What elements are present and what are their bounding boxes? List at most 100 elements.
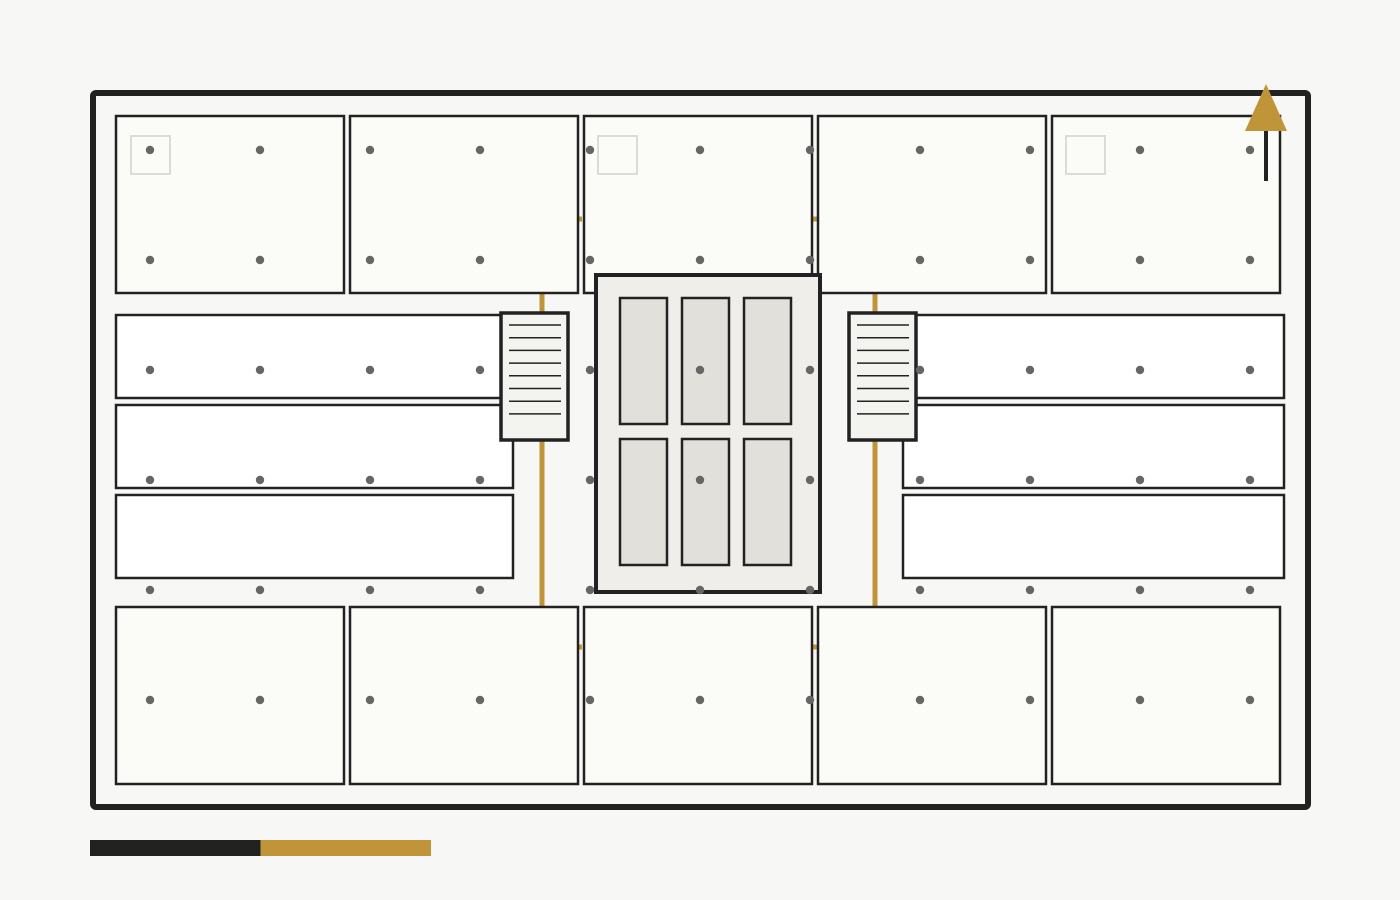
column-dot (915, 145, 925, 155)
column-dot (365, 585, 375, 595)
column-dot (365, 475, 375, 485)
right-wing-room (901, 313, 1286, 400)
bottom-room (1050, 605, 1282, 786)
column-dot (1025, 475, 1035, 485)
column-dot (915, 255, 925, 265)
left-wing-room (114, 403, 515, 490)
column-dot (1245, 255, 1255, 265)
fixture-box (597, 135, 638, 175)
top-room (1050, 114, 1282, 295)
column-dot (585, 145, 595, 155)
top-room (816, 114, 1048, 295)
column-dot (145, 695, 155, 705)
column-dot (255, 585, 265, 595)
top-room (114, 114, 346, 295)
bottom-room (114, 605, 346, 786)
stairs (499, 311, 918, 442)
column-dot (695, 365, 705, 375)
column-dot (255, 255, 265, 265)
column-dot (1135, 145, 1145, 155)
column-dot (145, 585, 155, 595)
column-dot (1135, 365, 1145, 375)
column-dot (1245, 145, 1255, 155)
column-dot (475, 475, 485, 485)
column-dot (805, 585, 815, 595)
column-dot (255, 145, 265, 155)
column-dot (805, 365, 815, 375)
elevator (618, 437, 669, 567)
scale-bar-segment (90, 840, 261, 856)
column-dot (365, 695, 375, 705)
column-dot (585, 255, 595, 265)
elevator (742, 296, 793, 426)
right-wing-room (901, 493, 1286, 580)
column-dot (475, 365, 485, 375)
column-dot (915, 475, 925, 485)
column-dot (145, 255, 155, 265)
fixture-box (130, 135, 171, 175)
column-dot (585, 475, 595, 485)
column-dot (475, 695, 485, 705)
elevator (680, 437, 731, 567)
column-dot (365, 365, 375, 375)
column-dot (1025, 255, 1035, 265)
elevator (742, 437, 793, 567)
column-dot (255, 475, 265, 485)
column-dot (805, 695, 815, 705)
bottom-room (348, 605, 580, 786)
column-dot (1135, 255, 1145, 265)
column-dot (1025, 585, 1035, 595)
column-dot (365, 145, 375, 155)
exterior-wall-outline (90, 90, 1311, 810)
top-room (582, 114, 814, 295)
column-dot (255, 365, 265, 375)
column-dot (365, 255, 375, 265)
column-dot (1025, 695, 1035, 705)
right-wing-room (901, 403, 1286, 490)
column-dot (145, 475, 155, 485)
elevator (618, 296, 669, 426)
scale-bar (90, 840, 431, 856)
column-dot (915, 695, 925, 705)
column-dot (585, 695, 595, 705)
column-dot (1245, 695, 1255, 705)
column-dot (1025, 145, 1035, 155)
column-dot (1245, 365, 1255, 375)
elevator (680, 296, 731, 426)
left-wing-room (114, 493, 515, 580)
left-wing-room (114, 313, 515, 400)
column-dot (915, 585, 925, 595)
column-dot (805, 255, 815, 265)
column-dot (805, 145, 815, 155)
scale-bar-segment (260, 840, 431, 856)
column-dot (1135, 695, 1145, 705)
column-dot (145, 365, 155, 375)
column-dot (475, 255, 485, 265)
column-dot (695, 585, 705, 595)
north-arrow-icon (1245, 84, 1287, 181)
structural-columns (145, 145, 1255, 705)
column-dot (475, 145, 485, 155)
column-dot (695, 255, 705, 265)
column-dot (1135, 475, 1145, 485)
fixture-box (1065, 135, 1106, 175)
rooms (114, 114, 1286, 786)
top-room (348, 114, 580, 295)
column-dot (585, 365, 595, 375)
bottom-room (582, 605, 814, 786)
column-dot (475, 585, 485, 595)
column-dot (255, 695, 265, 705)
column-dot (1025, 365, 1035, 375)
exterior-wall (90, 90, 1311, 810)
column-dot (1245, 585, 1255, 595)
column-dot (1245, 475, 1255, 485)
column-dot (695, 475, 705, 485)
column-dot (145, 145, 155, 155)
column-dot (805, 475, 815, 485)
building-core (594, 273, 822, 594)
north-arrow-head (1245, 84, 1287, 131)
column-dot (915, 365, 925, 375)
column-dot (585, 585, 595, 595)
